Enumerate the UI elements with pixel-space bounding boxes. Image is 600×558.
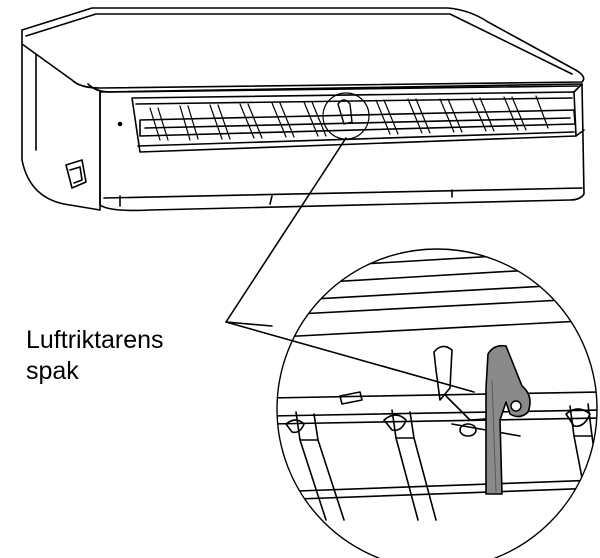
magnified-detail [276, 248, 598, 558]
unit-left-cap [21, 43, 101, 211]
air-direction-lever [485, 344, 531, 495]
detail-circle-border [276, 248, 598, 558]
lever-callout-line-2: spak [26, 357, 79, 385]
lever-callout-label: Luftriktarens spak [26, 325, 164, 387]
horizontal-louver [139, 109, 576, 137]
unit-side-port [65, 159, 87, 189]
unit-top-cover [21, 7, 585, 89]
detail-louver [277, 391, 597, 417]
leader-lines [225, 137, 475, 393]
vertical-vanes [149, 95, 549, 141]
unit-front [99, 83, 585, 212]
lever-callout-line-1: Luftriktarens [26, 326, 164, 354]
indoor-unit [21, 7, 585, 212]
detail-vanes [285, 391, 597, 521]
unit-lever [337, 99, 353, 125]
